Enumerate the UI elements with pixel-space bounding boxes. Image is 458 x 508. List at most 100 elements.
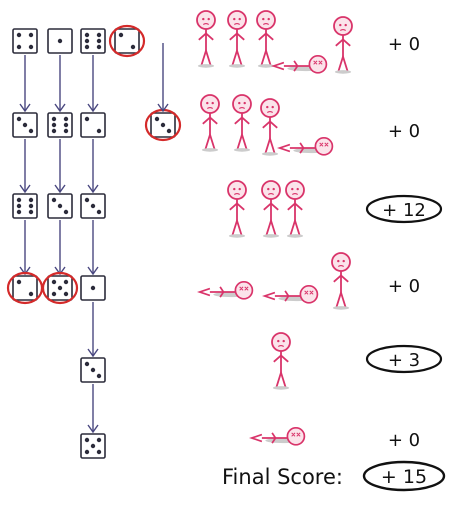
figure-eye (211, 101, 214, 105)
standing-figure (285, 180, 305, 238)
die (114, 28, 140, 54)
figure-eye (277, 339, 280, 343)
fallen-figure (277, 136, 334, 156)
figure-arms (234, 116, 250, 125)
down-arrow (19, 220, 31, 276)
figure-eye (291, 187, 294, 191)
removed-die-circle (41, 271, 79, 305)
arrow-head (19, 103, 31, 113)
die-pip (16, 203, 22, 209)
score-value: + 3 (388, 350, 420, 371)
figure-eye (342, 259, 345, 263)
figure-x-eyes (239, 286, 249, 291)
figure-shadow (257, 64, 275, 68)
die-pip (96, 128, 102, 134)
figure-legs (262, 291, 276, 301)
die-pip (90, 367, 96, 373)
die (80, 28, 106, 54)
score-value: + 12 (382, 200, 426, 221)
die-pip (51, 197, 57, 203)
standing-figure (271, 332, 291, 390)
die-pip (28, 197, 34, 203)
figure-head (286, 426, 306, 446)
row-score: + 0 (388, 430, 420, 451)
die-pip (84, 38, 90, 44)
figure-eye (262, 17, 265, 21)
figure-mouth (234, 193, 240, 195)
die-pip (51, 122, 57, 128)
figure-legs (231, 217, 243, 236)
figure-head (333, 16, 353, 36)
die-face (47, 112, 73, 138)
die-pip (57, 38, 63, 44)
die-pip (118, 32, 124, 38)
die (80, 433, 106, 459)
die-pip (84, 116, 90, 122)
die-face (12, 28, 38, 54)
down-arrow (87, 384, 99, 434)
down-arrow (54, 220, 66, 276)
figure-eye (238, 17, 241, 21)
figure-x-eyes (313, 60, 323, 65)
die-pip (28, 32, 34, 38)
die-pip (84, 197, 90, 203)
figure-x-eyes (319, 142, 329, 147)
die-pip (63, 116, 69, 122)
figure-eye (202, 17, 205, 21)
figure-eye (282, 339, 285, 343)
figure-legs (271, 61, 285, 71)
figure-eye (271, 105, 274, 109)
figure-arms (219, 286, 225, 298)
die-face (80, 28, 106, 54)
figure-eye (233, 17, 236, 21)
arrow-head (19, 184, 31, 194)
figure-mouth (340, 29, 346, 31)
figure-mouth (267, 111, 273, 113)
die-pip (16, 44, 22, 50)
figure-eye (267, 17, 270, 21)
score-column: + 0+ 0+ 12+ 0+ 3+ 0+ 15 (362, 34, 446, 492)
die (80, 112, 106, 138)
figure-shadow (197, 64, 215, 68)
figure-legs (337, 53, 349, 72)
die (150, 112, 176, 138)
row-score: + 12 (365, 194, 443, 224)
figure-head (227, 10, 247, 30)
down-arrow (87, 220, 99, 276)
die-face (12, 193, 38, 219)
die-face (114, 28, 140, 54)
figure-legs (289, 217, 301, 236)
figure-shadow (332, 306, 350, 310)
figure-arms (333, 274, 349, 283)
die-pip (63, 279, 69, 285)
figure-head (314, 136, 334, 156)
die-pip (166, 128, 172, 134)
die-pip (28, 291, 34, 297)
figure-shadow (334, 70, 352, 74)
die (80, 357, 106, 383)
figure-eye (296, 187, 299, 191)
fallen-figure (271, 54, 328, 74)
figure-eye (207, 17, 210, 21)
figure-arms (229, 202, 245, 211)
figure-legs (275, 369, 287, 388)
figure-shadow (286, 234, 304, 238)
arrow-head (87, 103, 99, 113)
die-pip (130, 44, 136, 50)
die-pip (63, 128, 69, 134)
standing-figure (256, 10, 276, 68)
arrow-head (157, 103, 169, 113)
figure-eye (267, 187, 270, 191)
down-arrow (87, 302, 99, 358)
die-pip (16, 197, 22, 203)
figure-legs (197, 287, 211, 297)
down-arrow (19, 55, 31, 113)
figure-head (227, 180, 247, 200)
die-pip (63, 209, 69, 215)
figure-shadow (262, 234, 280, 238)
figure-eye (206, 101, 209, 105)
die-pip (84, 437, 90, 443)
figure-shadow (233, 148, 251, 152)
die-pip (84, 32, 90, 38)
